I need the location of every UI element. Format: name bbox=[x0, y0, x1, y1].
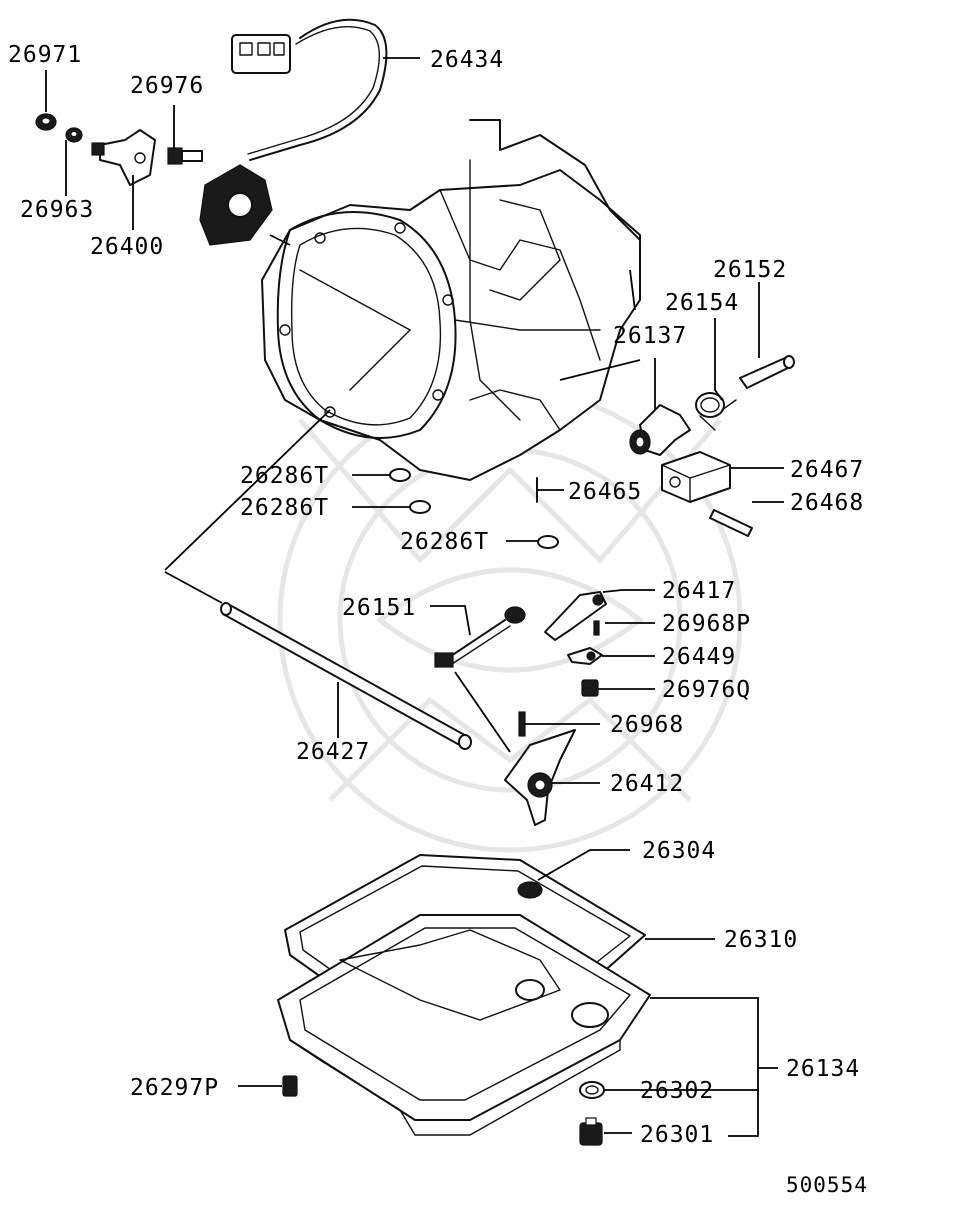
callout-26301: 26301 bbox=[640, 1122, 714, 1148]
callout-26968: 26968 bbox=[610, 712, 684, 738]
o-ring-b bbox=[409, 500, 431, 514]
lever-26137 bbox=[629, 404, 691, 456]
leader-lines bbox=[45, 57, 784, 1137]
callout-26449: 26449 bbox=[662, 644, 736, 670]
callout-26468: 26468 bbox=[790, 490, 864, 516]
callout-26968P: 26968P bbox=[662, 611, 751, 637]
callout-26310: 26310 bbox=[724, 927, 798, 953]
callout-26434: 26434 bbox=[430, 47, 504, 73]
plug-26304 bbox=[517, 881, 543, 899]
callout-26963: 26963 bbox=[20, 197, 94, 223]
detent-plate-26412 bbox=[504, 729, 576, 826]
callout-26134: 26134 bbox=[786, 1056, 860, 1082]
callout-26417: 26417 bbox=[662, 578, 736, 604]
callout-26151: 26151 bbox=[342, 595, 416, 621]
pin-26468 bbox=[709, 509, 753, 537]
o-ring-c bbox=[537, 535, 559, 549]
callout-26302: 26302 bbox=[640, 1078, 714, 1104]
callout-26412: 26412 bbox=[610, 771, 684, 797]
nut-26971 bbox=[35, 113, 57, 131]
callout-26286T-c: 26286T bbox=[400, 529, 489, 555]
inhibitor-switch bbox=[199, 164, 273, 246]
oil-pan-26134 bbox=[277, 914, 651, 1136]
callout-labels: 26971 26976 26434 26963 26400 26152 2615… bbox=[8, 42, 868, 1197]
callout-26976Q: 26976Q bbox=[662, 677, 751, 703]
callout-26467: 26467 bbox=[790, 457, 864, 483]
pin-26152 bbox=[739, 355, 795, 389]
washer-26302 bbox=[579, 1081, 605, 1099]
shaft-26427 bbox=[220, 602, 472, 750]
bolt-26976Q bbox=[581, 679, 599, 697]
callout-26971: 26971 bbox=[8, 42, 82, 68]
callout-26427: 26427 bbox=[296, 739, 370, 765]
plate-26449 bbox=[567, 647, 603, 665]
callout-26400: 26400 bbox=[90, 234, 164, 260]
callout-26465: 26465 bbox=[568, 479, 642, 505]
callout-26137: 26137 bbox=[613, 323, 687, 349]
callout-26976: 26976 bbox=[130, 73, 204, 99]
rod-26151 bbox=[434, 606, 526, 668]
callout-26286T-a: 26286T bbox=[240, 463, 329, 489]
spring-26154 bbox=[695, 392, 737, 431]
drain-plug-26301 bbox=[579, 1117, 603, 1146]
washer-26963 bbox=[65, 127, 83, 143]
pin-26968 bbox=[518, 711, 526, 737]
transmission-case bbox=[261, 119, 641, 481]
callout-26154: 26154 bbox=[665, 290, 739, 316]
callout-26152: 26152 bbox=[713, 257, 787, 283]
wiring-harness-26434 bbox=[231, 18, 388, 161]
callout-26304: 26304 bbox=[642, 838, 716, 864]
o-ring-a bbox=[389, 468, 411, 482]
plug-26297P bbox=[282, 1075, 298, 1097]
bolt-26976 bbox=[167, 147, 203, 165]
pin-26968P bbox=[593, 620, 600, 636]
callout-26286T-b: 26286T bbox=[240, 495, 329, 521]
callout-26297P: 26297P bbox=[130, 1075, 219, 1101]
diagram-reference-number: 500554 bbox=[786, 1173, 868, 1197]
block-26467 bbox=[661, 451, 731, 503]
bracket-26400 bbox=[91, 129, 156, 186]
bracket-26417 bbox=[544, 591, 607, 641]
